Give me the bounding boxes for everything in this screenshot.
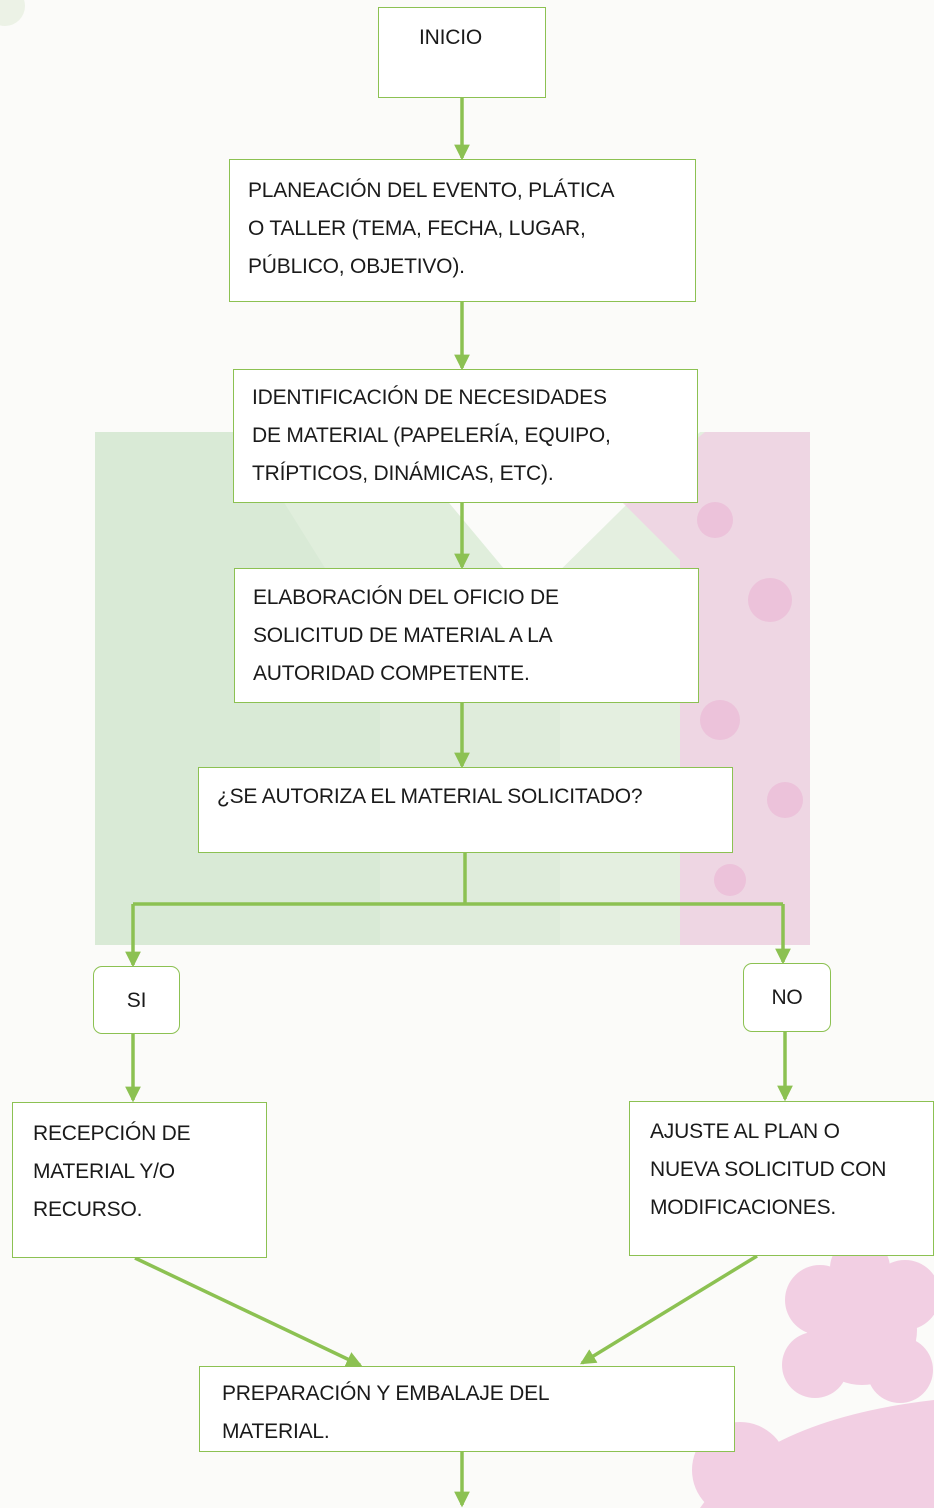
node-ajuste-line-3: MODIFICACIONES. [650,1196,837,1219]
node-decision: ¿SE AUTORIZA EL MATERIAL SOLICITADO? [198,767,733,853]
node-planeacion: PLANEACIÓN DEL EVENTO, PLÁTICA O TALLER … [229,159,696,302]
node-elaboracion-line-3: AUTORIDAD COMPETENTE. [253,662,530,685]
node-recepcion-line-1: RECEPCIÓN DE [33,1122,191,1145]
node-preparacion-line-1: PREPARACIÓN Y EMBALAJE DEL [222,1382,550,1405]
node-preparacion-line-2: MATERIAL. [222,1420,330,1443]
node-no: NO [743,963,831,1032]
node-elaboracion-line-1: ELABORACIÓN DEL OFICIO DE [253,586,559,609]
node-elaboracion-line-2: SOLICITUD DE MATERIAL A LA [253,624,553,647]
node-planeacion-line-2: O TALLER (TEMA, FECHA, LUGAR, [248,217,586,240]
node-recepcion-line-3: RECURSO. [33,1198,143,1221]
node-identificacion-line-1: IDENTIFICACIÓN DE NECESIDADES [252,386,607,409]
node-ajuste-line-2: NUEVA SOLICITUD CON [650,1158,887,1181]
node-inicio: INICIO [378,7,546,98]
node-planeacion-line-3: PÚBLICO, OBJETIVO). [248,255,465,278]
node-preparacion: PREPARACIÓN Y EMBALAJE DEL MATERIAL. [199,1366,735,1452]
watermark-flower-top-left [0,0,25,26]
node-ajuste: AJUSTE AL PLAN O NUEVA SOLICITUD CON MOD… [629,1101,934,1256]
node-identificacion-line-2: DE MATERIAL (PAPELERÍA, EQUIPO, [252,424,611,447]
node-ajuste-line-1: AJUSTE AL PLAN O [650,1120,840,1143]
arrow-recepcion-to-preparacion [134,1256,363,1367]
node-si: SI [93,966,180,1034]
node-identificacion: IDENTIFICACIÓN DE NECESIDADES DE MATERIA… [233,369,698,503]
node-no-text: NO [771,986,803,1009]
node-planeacion-line-1: PLANEACIÓN DEL EVENTO, PLÁTICA [248,179,615,202]
arrow-ajuste-to-preparacion [579,1254,758,1365]
node-si-text: SI [126,989,147,1012]
node-decision-text: ¿SE AUTORIZA EL MATERIAL SOLICITADO? [217,785,643,808]
node-recepcion-line-2: MATERIAL Y/O [33,1160,175,1183]
node-inicio-text: INICIO [419,26,482,49]
watermark-pink-pattern [620,432,810,945]
node-elaboracion: ELABORACIÓN DEL OFICIO DE SOLICITUD DE M… [234,568,699,703]
watermark-flower-bottom-right [692,1238,934,1508]
node-identificacion-line-3: TRÍPTICOS, DINÁMICAS, ETC). [252,462,554,485]
node-recepcion: RECEPCIÓN DE MATERIAL Y/O RECURSO. [12,1102,267,1258]
